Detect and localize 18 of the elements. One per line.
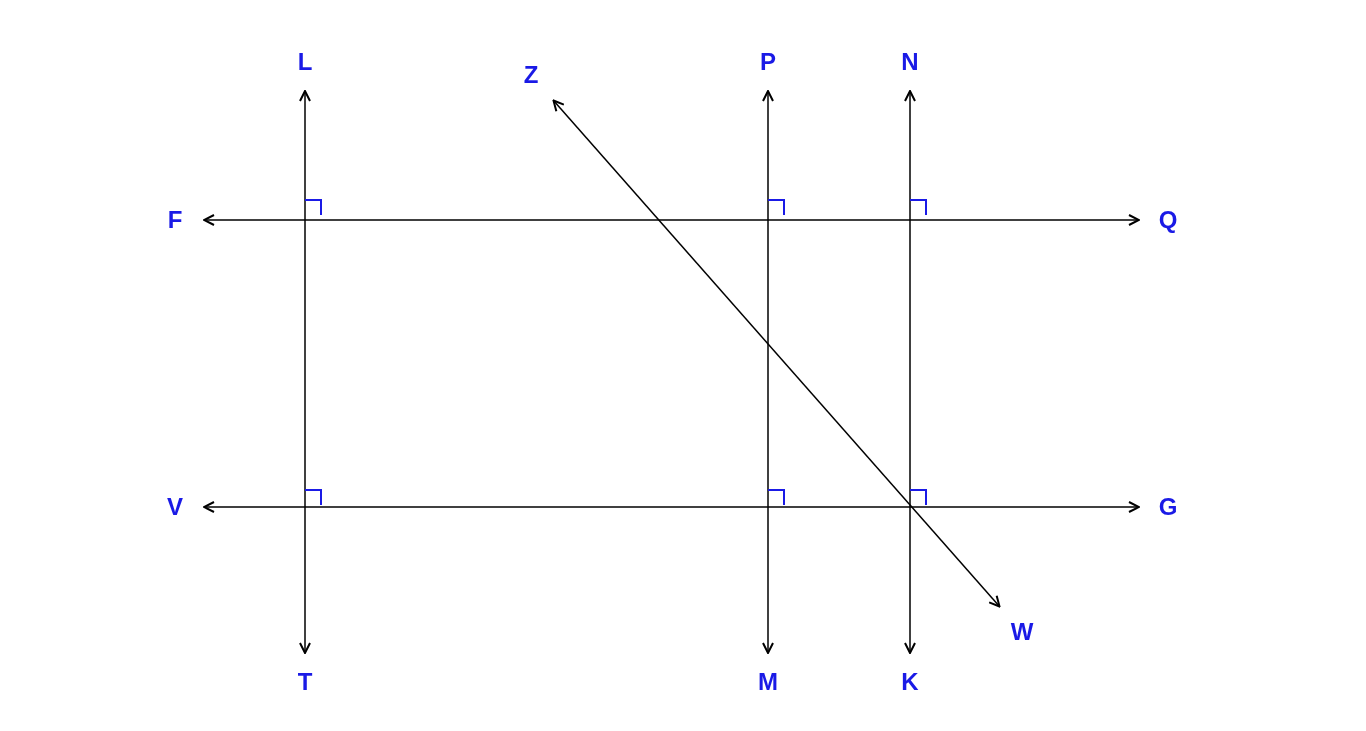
line-with-arrows xyxy=(762,90,774,654)
point-label: N xyxy=(895,47,925,77)
point-label: L xyxy=(290,47,320,77)
point-label: G xyxy=(1153,492,1183,522)
point-label: V xyxy=(160,492,190,522)
point-label: M xyxy=(753,667,783,697)
point-label: F xyxy=(160,205,190,235)
line-with-arrows xyxy=(552,99,1001,608)
point-label: K xyxy=(895,667,925,697)
line-with-arrows xyxy=(299,90,311,654)
line-with-arrows xyxy=(203,501,1140,513)
point-label: T xyxy=(290,667,320,697)
point-label: P xyxy=(753,47,783,77)
point-label: Z xyxy=(516,60,546,90)
point-label: W xyxy=(1007,617,1037,647)
line-with-arrows xyxy=(904,90,916,654)
line-with-arrows xyxy=(203,214,1140,226)
point-label: Q xyxy=(1153,205,1183,235)
